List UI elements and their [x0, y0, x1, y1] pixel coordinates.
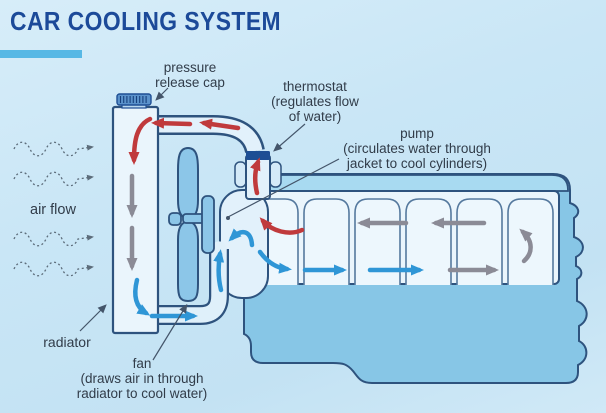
- pump-leader-dot: [226, 216, 230, 220]
- air-flow-label: air flow: [30, 202, 76, 218]
- fan-hub-nub: [168, 212, 182, 226]
- leader-lines: [79, 87, 340, 361]
- cool-flow-arrow: [257, 249, 292, 274]
- cool-water-arrows: [133, 228, 424, 322]
- cool-flow-arrow: [213, 249, 225, 293]
- air-flow-arrows: [13, 141, 94, 277]
- air-flow-arrow: [13, 171, 94, 187]
- hot-flow-arrow: [250, 157, 261, 196]
- hot-flow-arrow: [199, 118, 241, 131]
- fan-label-line1: fan: [132, 356, 152, 371]
- top-hose-inner: [158, 117, 263, 154]
- pressure-cap-ribs: [119, 96, 147, 103]
- cylinder-5: [456, 198, 503, 285]
- hot-flow-arrow: [128, 116, 153, 165]
- pump-leader: [227, 158, 340, 218]
- pressure-cap-leader: [155, 87, 169, 101]
- cylinder-2: [303, 198, 350, 285]
- fan-label: fan (draws air in through radiator to co…: [77, 356, 208, 401]
- fan-label-line3: radiator to cool water): [76, 386, 208, 402]
- fan-blade: [177, 146, 199, 303]
- thermostat-label-line1: thermostat: [283, 79, 347, 94]
- air-flow-arrow: [13, 231, 94, 247]
- pressure-cap-label-line1: pressure: [163, 60, 217, 75]
- thermostat-label: thermostat (regulates flow of water): [271, 79, 359, 124]
- thermostat-label-line3: of water): [288, 109, 342, 125]
- pump-label: pump (circulates water through jacket to…: [343, 126, 491, 171]
- air-flow-arrow: [13, 261, 94, 277]
- pressure-cap-label-line2: release cap: [155, 75, 225, 91]
- hot-flow-arrow: [259, 217, 305, 235]
- air-flow-arrow: [13, 141, 94, 157]
- fan-leader: [152, 303, 188, 361]
- radiator-label: radiator: [43, 334, 91, 350]
- cool-flow-arrow: [228, 228, 255, 248]
- hot-water-arrows: [128, 116, 305, 235]
- pump-neck-tab-left: [234, 161, 247, 188]
- warm-flow-arrow: [519, 228, 533, 264]
- pressure-cap-label: pressure release cap: [155, 60, 225, 90]
- warm-water-arrows: [126, 173, 533, 276]
- pump-pulley: [201, 195, 215, 254]
- bottom-hose-inner: [158, 249, 227, 323]
- thermostat-band: [246, 151, 270, 160]
- page-title: CAR COOLING SYSTEM: [10, 6, 282, 36]
- hot-flow-arrow: [151, 117, 193, 129]
- pump-neck-tab-right: [269, 161, 282, 188]
- cool-flow-arrow: [133, 277, 151, 316]
- pump-label-line1: pump: [400, 126, 434, 141]
- title-underline-bar: [0, 50, 82, 58]
- pump-label-line3: jacket to cool cylinders): [346, 156, 488, 172]
- thermostat-leader: [273, 123, 306, 152]
- thermostat-label-line2: (regulates flow: [271, 94, 359, 110]
- fan-label-line2: (draws air in through: [80, 371, 204, 387]
- engine-top-band: [267, 174, 569, 192]
- pump-label-line2: (circulates water through: [343, 141, 491, 157]
- radiator-leader: [79, 304, 107, 332]
